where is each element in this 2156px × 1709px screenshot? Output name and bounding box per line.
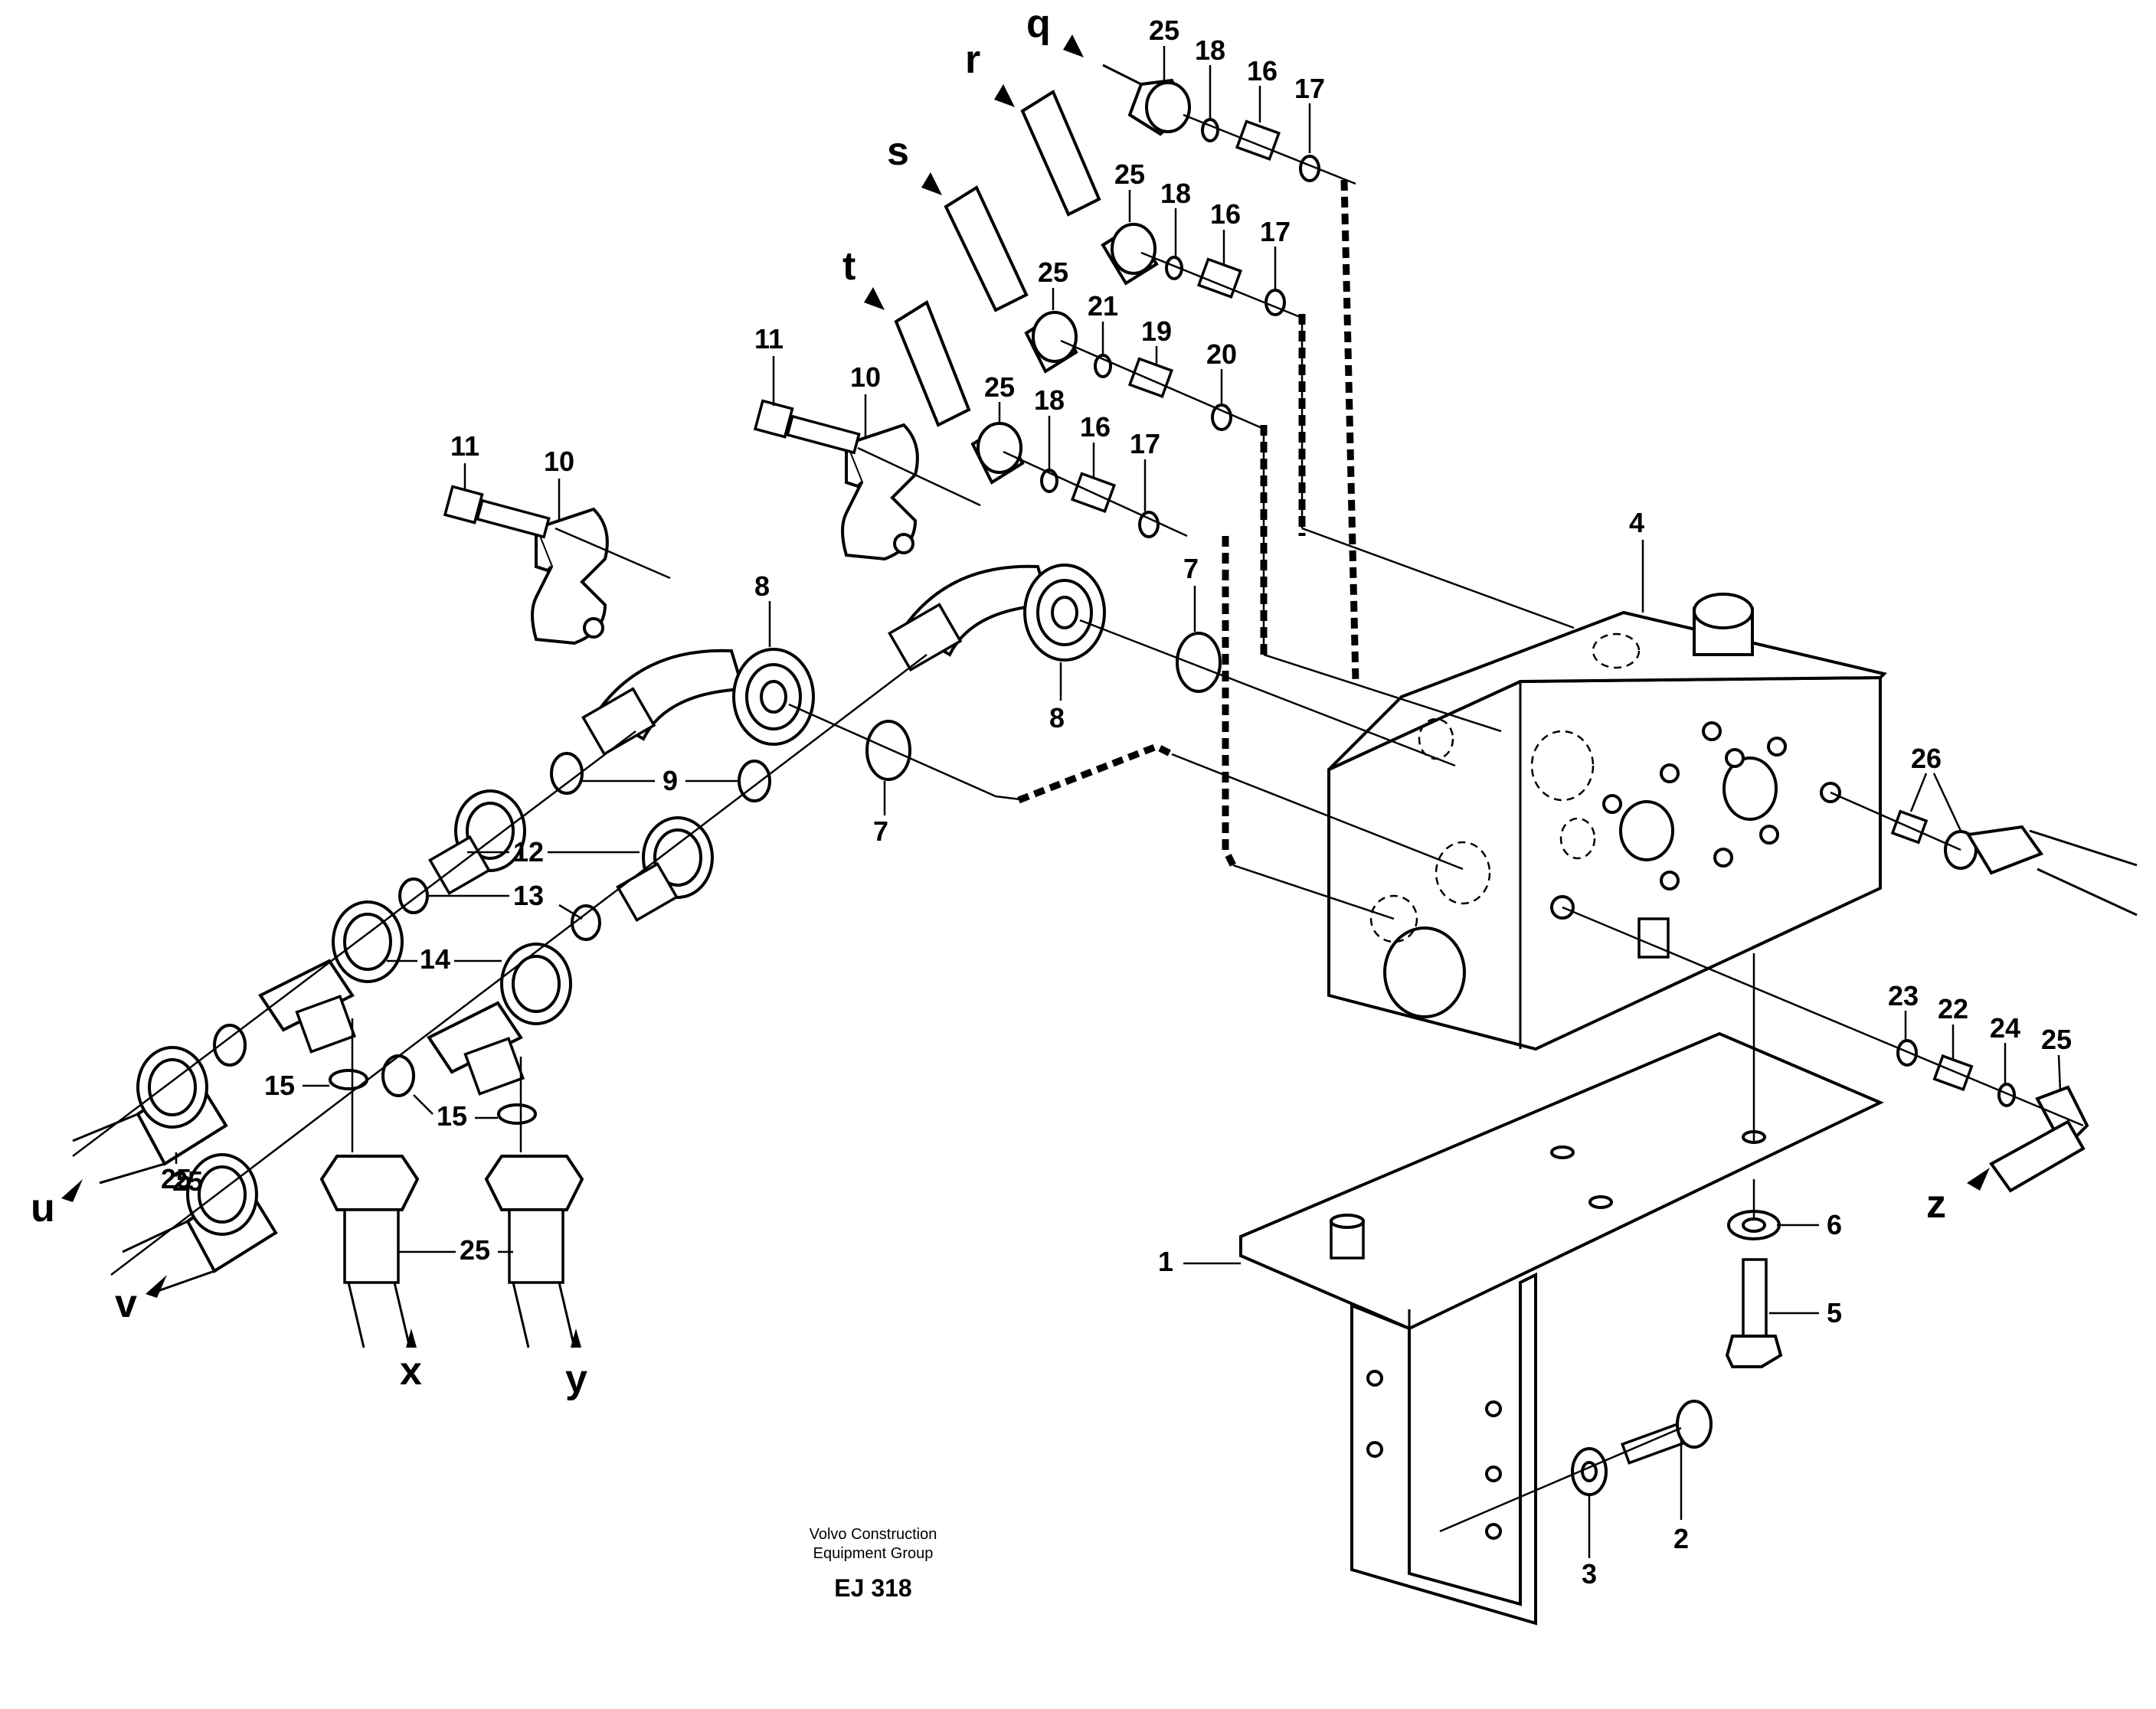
label-25-t: 25	[984, 371, 1015, 403]
footer-code: EJ 318	[834, 1574, 911, 1602]
label-25-z: 25	[2041, 1024, 2072, 1055]
label-25-xy: 25	[460, 1234, 490, 1266]
fittings-row-t	[894, 300, 1160, 538]
footer: Volvo Construction Equipment Group EJ 31…	[810, 1526, 937, 1602]
dashed-routes	[1017, 179, 1359, 868]
label-16-t: 16	[1080, 411, 1111, 443]
o-ring-7-right	[1176, 632, 1222, 693]
connection-t: t	[842, 244, 856, 289]
label-26: 26	[1911, 743, 1942, 774]
label-15-left: 15	[264, 1070, 295, 1101]
leader-lines	[72, 113, 2084, 1533]
connection-z: z	[1926, 1182, 1946, 1227]
label-25-v: 25	[172, 1165, 203, 1197]
valve-block-part-4	[1327, 593, 1887, 1051]
label-25-u: 25	[161, 1163, 191, 1194]
label-15-right: 15	[437, 1100, 467, 1132]
label-2: 2	[1673, 1523, 1689, 1554]
label-9: 9	[663, 765, 678, 796]
label-21: 21	[1088, 290, 1118, 322]
bracket-part-1	[1239, 1031, 1884, 1626]
footer-line2: Equipment Group	[813, 1545, 934, 1562]
connection-s: s	[887, 129, 909, 174]
label-16-r: 16	[1210, 198, 1241, 230]
label-24: 24	[1990, 1012, 2020, 1044]
o-ring-7-left	[865, 720, 911, 781]
label-17-q: 17	[1294, 73, 1325, 104]
fittings-z	[1896, 1039, 2089, 1193]
label-18-q: 18	[1195, 34, 1225, 66]
label-25-q: 25	[1149, 15, 1179, 46]
label-4: 4	[1629, 507, 1644, 538]
label-17-r: 17	[1260, 216, 1291, 247]
label-17-t: 17	[1130, 428, 1160, 459]
elbow-part-8-left	[581, 648, 815, 756]
label-18-r: 18	[1160, 178, 1191, 209]
label-23: 23	[1888, 980, 1919, 1011]
label-1: 1	[1158, 1246, 1173, 1277]
label-7-left: 7	[873, 815, 888, 847]
label-14: 14	[420, 943, 450, 975]
label-20: 20	[1206, 338, 1237, 370]
fittings-row-r	[1020, 90, 1286, 316]
label-22: 22	[1938, 993, 1968, 1024]
clamp-part-10-right	[753, 399, 919, 561]
label-7-right: 7	[1183, 553, 1199, 584]
label-11-left: 11	[450, 430, 479, 462]
bolt-2-washer-3	[1571, 1400, 1713, 1496]
clamp-part-10-left	[443, 485, 609, 645]
label-25-r: 25	[1114, 158, 1145, 190]
label-13: 13	[513, 880, 544, 911]
connection-q: q	[1026, 2, 1051, 46]
label-8-right: 8	[1049, 702, 1065, 734]
label-16-q: 16	[1247, 55, 1278, 87]
label-25-s: 25	[1038, 257, 1068, 288]
label-19: 19	[1141, 315, 1172, 347]
connection-r: r	[965, 38, 980, 82]
connection-y: y	[565, 1357, 587, 1401]
label-8-left: 8	[754, 570, 770, 602]
label-6: 6	[1827, 1209, 1842, 1240]
connection-letters: q r s t u v x y z	[31, 2, 1990, 1401]
label-10-left: 10	[544, 446, 574, 477]
hoses-part-25-left	[72, 1046, 584, 1348]
part-number-labels: 4 1 6 5 2 3 8 8 7 7 9 11 10 11 10 12 13	[161, 15, 2072, 1590]
fittings-row-s	[944, 185, 1232, 431]
bolt-5-washer-6	[1725, 1210, 1783, 1368]
connection-x: x	[400, 1349, 422, 1394]
connection-v: v	[115, 1282, 137, 1326]
label-18-t: 18	[1034, 384, 1065, 416]
label-5: 5	[1827, 1297, 1842, 1328]
label-12: 12	[513, 836, 544, 868]
label-11-right: 11	[754, 323, 784, 355]
footer-line1: Volvo Construction	[810, 1526, 937, 1543]
adapters-part-12	[398, 789, 714, 941]
elbow-part-8-right	[888, 564, 1106, 672]
label-10-right: 10	[850, 361, 881, 393]
fittings-right-26	[1890, 809, 2138, 917]
label-3: 3	[1582, 1558, 1597, 1590]
connection-u: u	[31, 1186, 55, 1230]
